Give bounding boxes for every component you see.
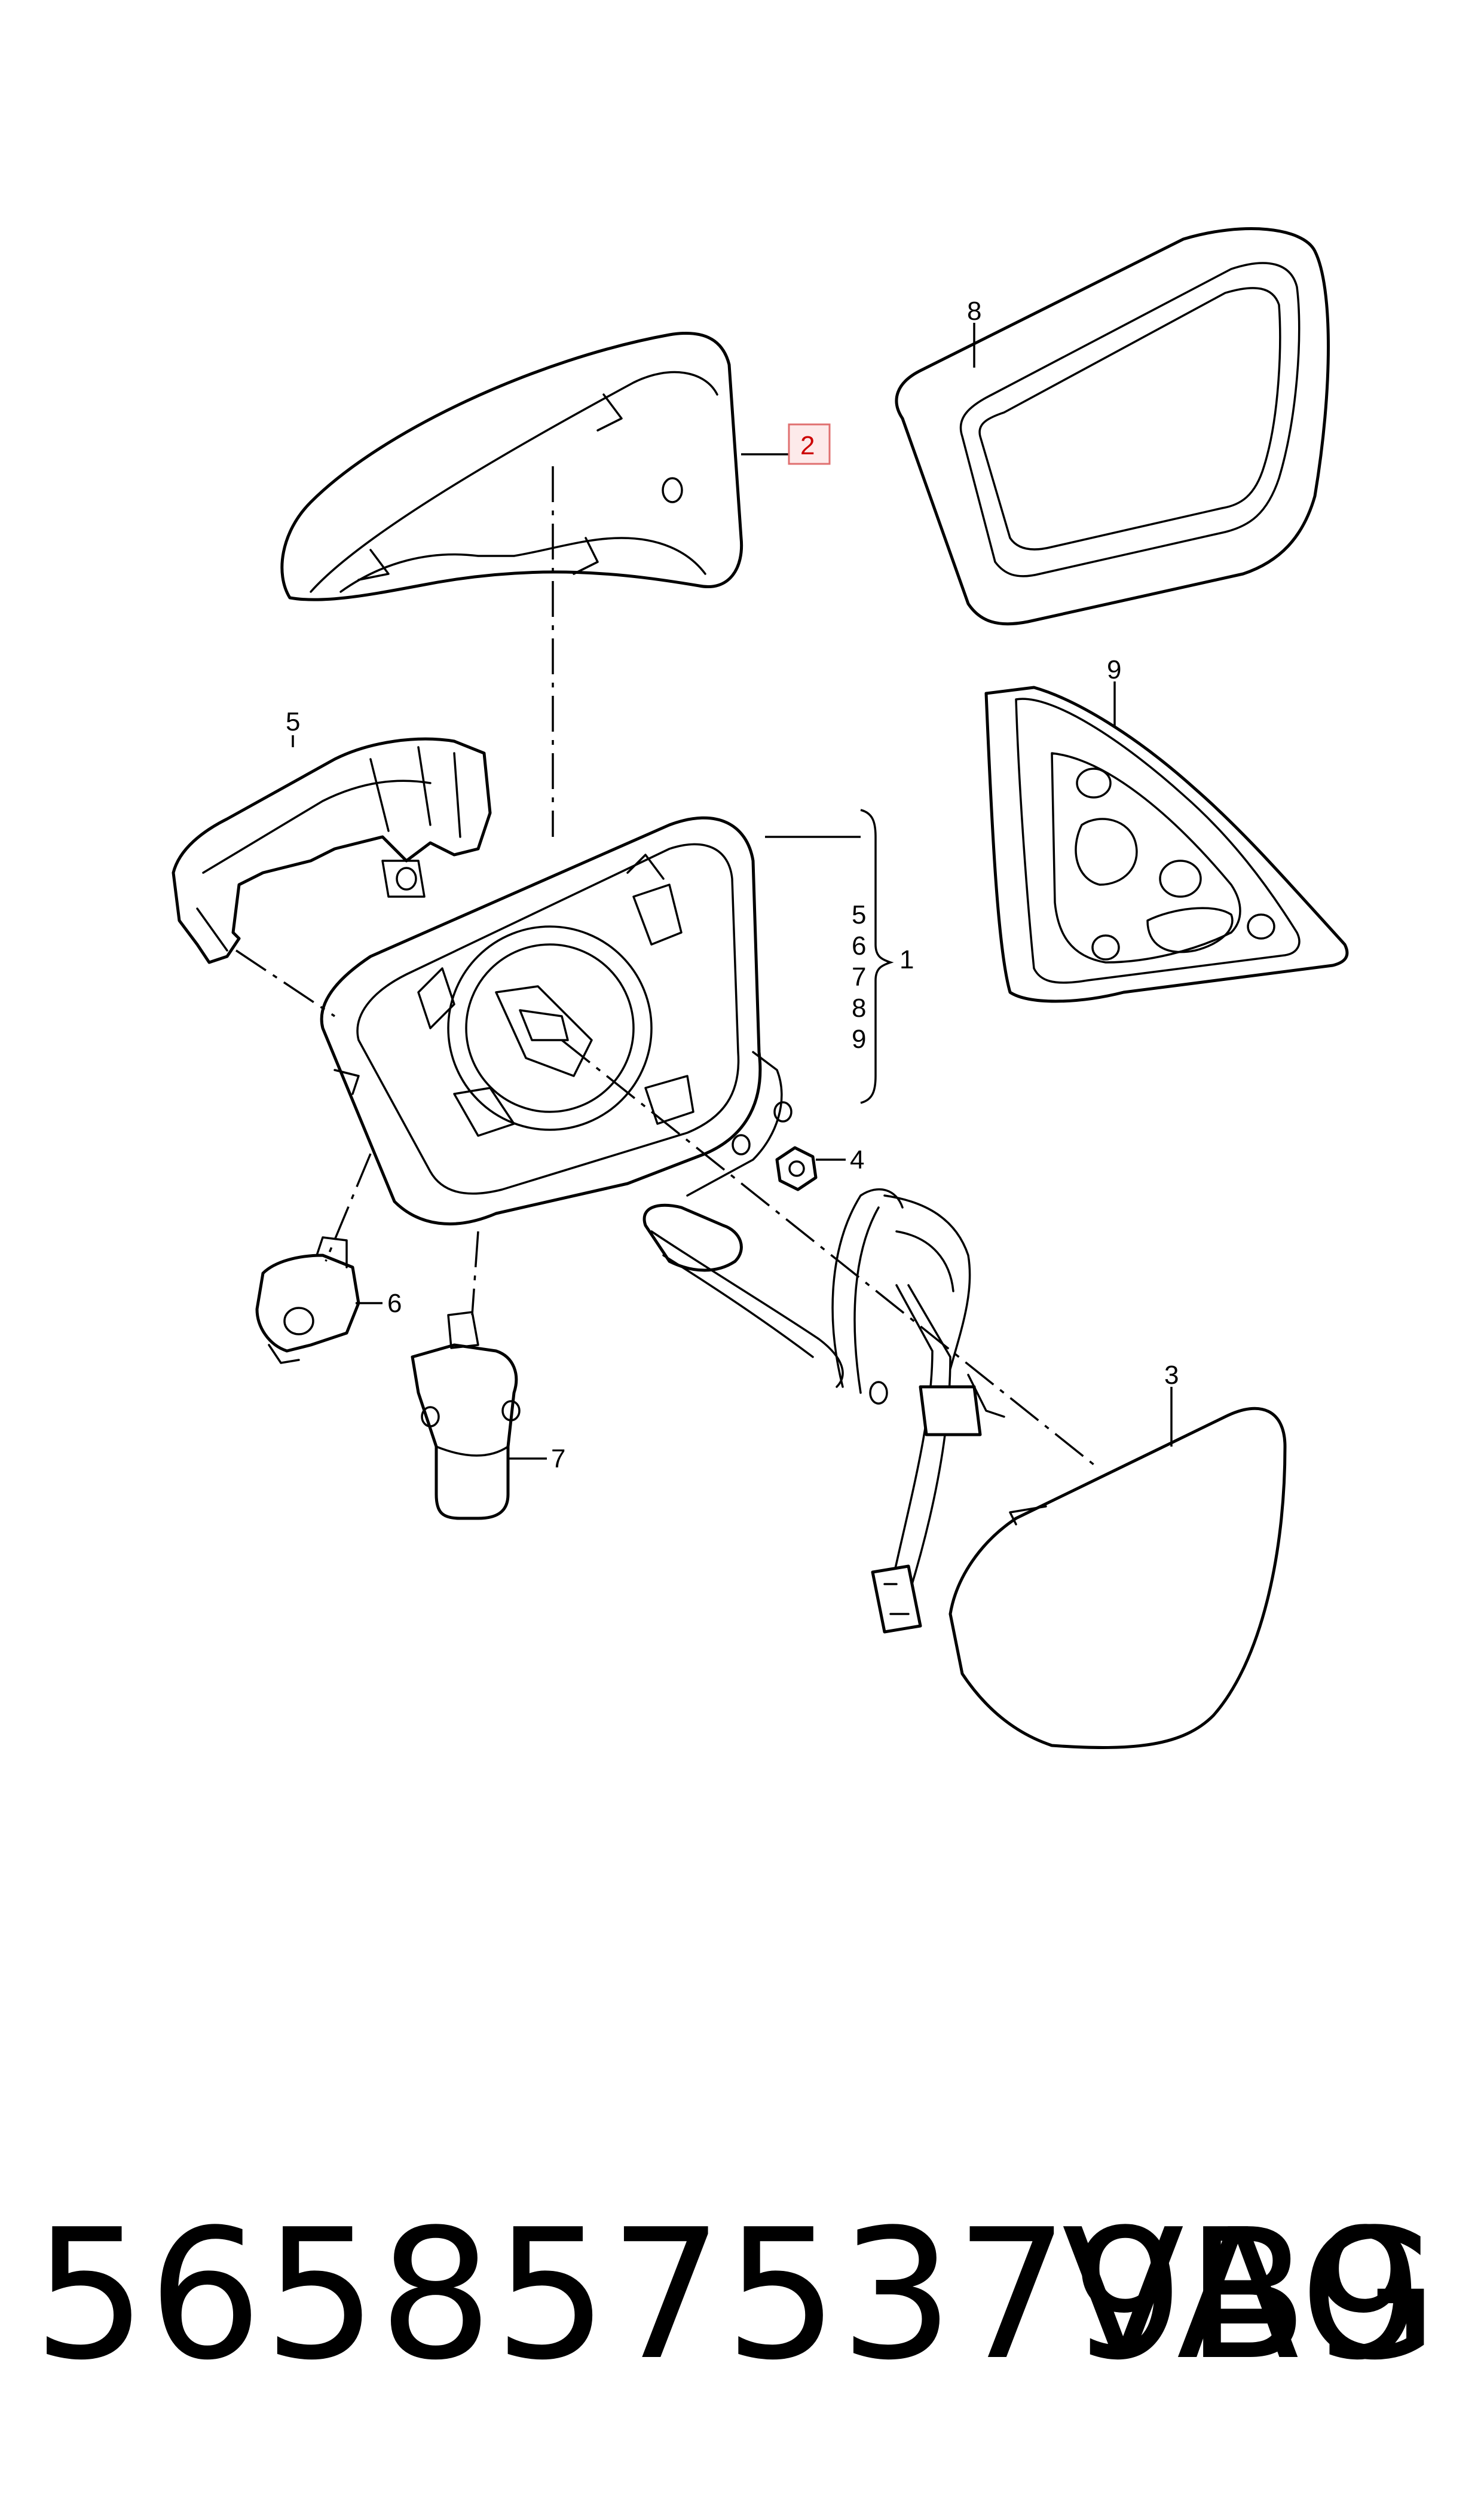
bracket-item: 6 bbox=[852, 931, 866, 961]
callout-3[interactable]: 3 bbox=[1164, 1361, 1179, 1390]
mirror-backplate-part[interactable] bbox=[984, 686, 1349, 1003]
bracket-item: 5 bbox=[852, 900, 866, 930]
turn-signal-bracket-part[interactable] bbox=[172, 737, 492, 964]
callout-2[interactable]: 2 bbox=[800, 431, 815, 460]
assembly-line bbox=[561, 1039, 1095, 1466]
assembly-line bbox=[325, 1153, 372, 1262]
actuator-part[interactable] bbox=[411, 1311, 521, 1520]
mirror-housing-assembly-part[interactable] bbox=[320, 816, 793, 1225]
callout-7[interactable]: 7 bbox=[551, 1444, 565, 1473]
assembly-line bbox=[235, 949, 335, 1017]
connector-part[interactable] bbox=[255, 1236, 360, 1364]
nut-part[interactable] bbox=[775, 1146, 818, 1191]
mirror-frame-part[interactable] bbox=[895, 227, 1330, 626]
part-number: 5658575379B9 bbox=[33, 2191, 1425, 2399]
mirror-cap-part[interactable] bbox=[280, 331, 743, 601]
bracket-item: 8 bbox=[852, 993, 866, 1023]
exploded-parts-diagram: 2 8 5 9 1 4 3 6 7 5 6 7 8 9 bbox=[172, 227, 1349, 1749]
brand-label: VAG bbox=[1061, 2191, 1442, 2399]
callout-6[interactable]: 6 bbox=[387, 1289, 402, 1318]
assembly-line bbox=[471, 1231, 479, 1316]
callout-9[interactable]: 9 bbox=[1107, 655, 1121, 684]
callout-4[interactable]: 4 bbox=[850, 1145, 864, 1175]
bracket bbox=[860, 809, 894, 1104]
wiring-harness-part[interactable] bbox=[642, 1188, 1005, 1634]
callout-1[interactable]: 1 bbox=[899, 945, 914, 974]
callout-2-highlight bbox=[788, 423, 831, 465]
bracket-item: 7 bbox=[852, 962, 866, 992]
callout-8[interactable]: 8 bbox=[967, 296, 981, 326]
mirror-glass-part[interactable] bbox=[948, 1407, 1287, 1749]
bracket-item: 9 bbox=[852, 1025, 866, 1054]
callout-5[interactable]: 5 bbox=[286, 707, 300, 736]
